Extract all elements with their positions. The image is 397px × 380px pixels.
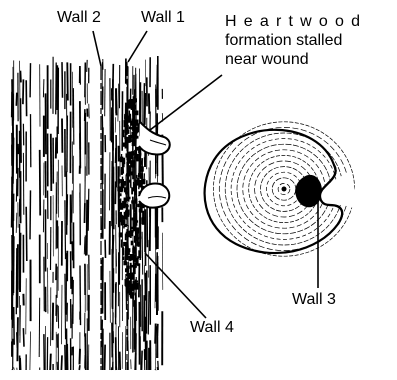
heartwood-label-line3: near wound xyxy=(225,50,367,69)
wall-1-label: Wall 1 xyxy=(141,8,185,27)
heartwood-label-line1: Heartwood xyxy=(225,12,367,31)
wall-4-label: Wall 4 xyxy=(190,318,234,337)
heartwood-label-line2: formation stalled xyxy=(225,31,367,50)
wall-2-label: Wall 2 xyxy=(57,8,101,27)
wall1-leader xyxy=(128,31,147,62)
wall2-leader xyxy=(93,31,101,66)
wound-callus xyxy=(139,122,170,208)
heartwood-label: Heartwood formation stalled near wound xyxy=(225,12,367,69)
tree-trunk-longitudinal xyxy=(12,56,163,370)
cross-section-disc xyxy=(205,122,360,256)
heartwood-leader xyxy=(150,75,222,130)
lower-callus xyxy=(139,184,169,208)
wall-3-label: Wall 3 xyxy=(292,290,336,309)
wall4-leader xyxy=(145,253,206,318)
